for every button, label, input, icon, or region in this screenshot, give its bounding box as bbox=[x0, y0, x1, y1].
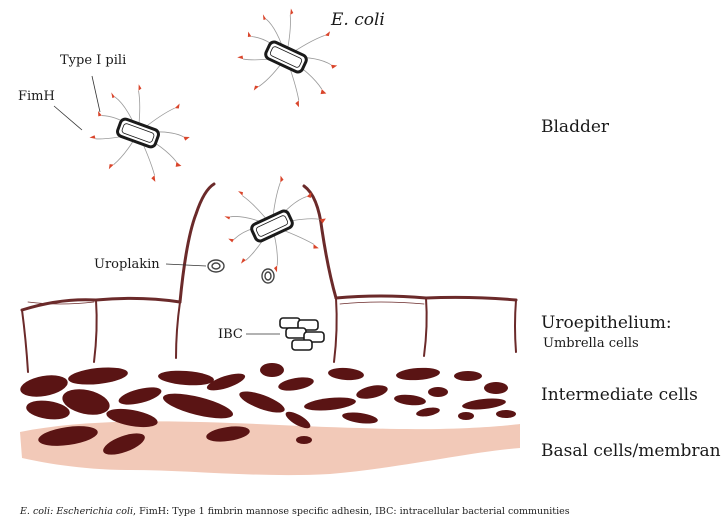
type1-pili-label: Type I pili bbox=[60, 54, 126, 67]
bladder-label: Bladder bbox=[541, 119, 609, 136]
umbrella-cells-layer bbox=[22, 184, 516, 372]
ibc-cluster bbox=[280, 318, 324, 350]
type1-pili-leader bbox=[92, 76, 100, 112]
ecoli-label: E. coli bbox=[331, 12, 385, 29]
figure-caption: E. coli: Escherichia coli, FimH: Type 1 … bbox=[20, 506, 710, 517]
caption-rest: , FimH: Type 1 fimbrin mannose specific … bbox=[133, 506, 570, 517]
uroepithelium-label: Uroepithelium: bbox=[541, 315, 672, 332]
uroplakin-label: Uroplakin bbox=[94, 258, 160, 271]
caption-ecoli-abbr: E. coli bbox=[20, 506, 50, 517]
basal-cells-label: Basal cells/membrane bbox=[541, 443, 721, 460]
fimh-leader bbox=[54, 106, 82, 130]
ecoli-bacterium-left bbox=[81, 74, 203, 192]
ibc-label: IBC bbox=[218, 328, 243, 341]
uroplakin-vesicles bbox=[208, 260, 274, 283]
ecoli-bacterium-invading bbox=[212, 162, 338, 285]
intermediate-cells-label: Intermediate cells bbox=[541, 387, 698, 404]
caption-ecoli-def: : Escherichia coli bbox=[50, 506, 133, 517]
umbrella-cells-label: Umbrella cells bbox=[543, 337, 639, 350]
fimh-label: FimH bbox=[18, 90, 55, 103]
